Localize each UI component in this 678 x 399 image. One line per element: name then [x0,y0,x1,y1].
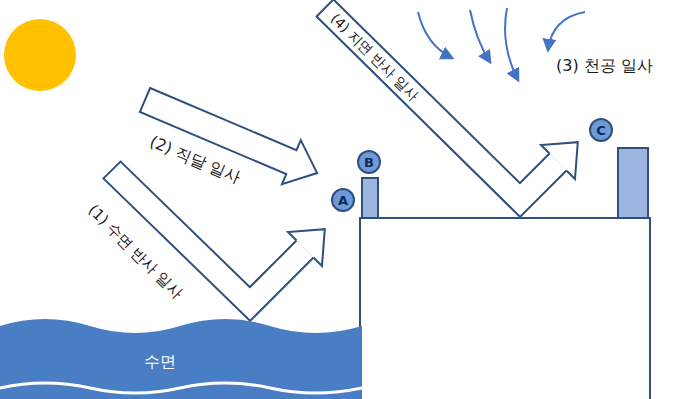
water-surface: 수면 [0,312,362,399]
water-label: 수면 [144,352,176,373]
point-letter: B [364,156,374,169]
ground-reflection-arrow [316,0,595,200]
radiation-label: (3) 천공 일사 [556,58,653,74]
point-marker: A [331,188,355,212]
water-reflection-arrow [103,161,342,304]
roof-sensor-box [618,148,648,218]
building [360,218,650,399]
sun [4,19,76,91]
point-letter: A [338,194,348,207]
point-letter: C [596,124,606,137]
roof-sensor-box [362,178,378,218]
direct-radiation-arrow [136,78,327,195]
radiation-label: (4) 지면 반사 일사 [328,11,421,103]
water-wave [0,312,362,399]
point-marker: C [589,118,613,142]
point-marker: B [357,150,381,174]
